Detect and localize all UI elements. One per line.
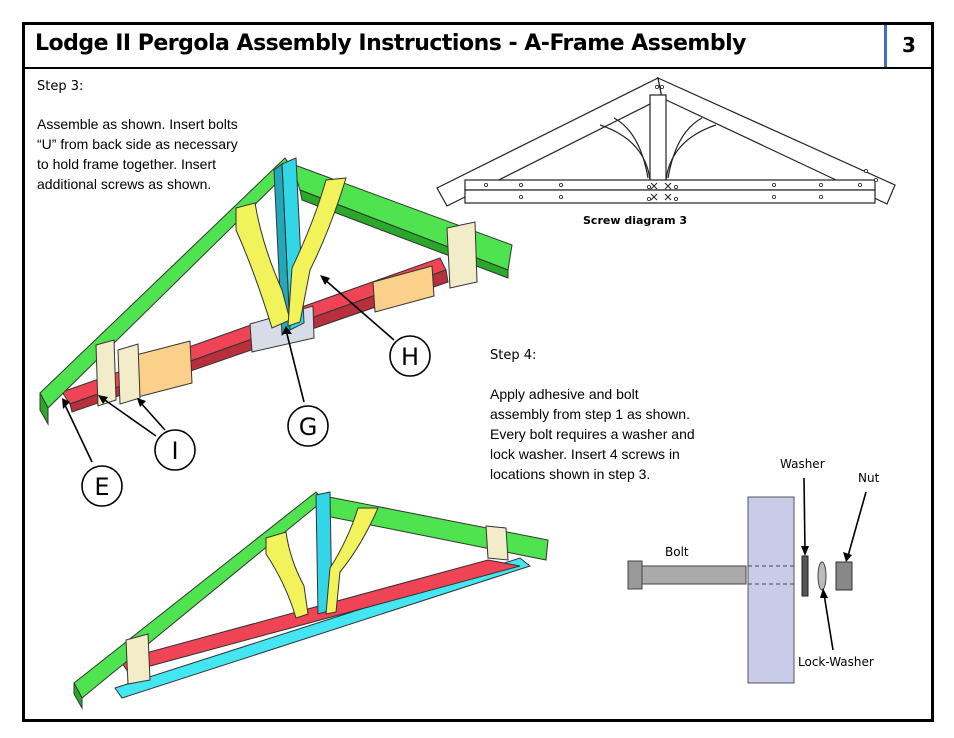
washer-label: Washer [780,457,825,471]
callout-leaders [63,278,395,463]
screw-diagram-caption: Screw diagram 3 [583,214,687,227]
callout-e: E [94,473,109,501]
brace-right [287,177,347,327]
bolt-shaft [641,565,747,585]
step4-text: Apply adhesive and bolt assembly from st… [490,384,740,484]
title-bar: Lodge II Pergola Assembly Instructions -… [25,25,931,69]
callout-g: G [299,413,318,441]
callout-i: I [171,437,178,465]
page-title: Lodge II Pergola Assembly Instructions -… [35,31,746,56]
screw-diagram-right-rafter [657,76,896,205]
step4-line: locations shown in step 3. [490,466,651,482]
end-block [485,525,509,561]
page-number-box: 3 [884,25,931,67]
screw-diagram-bolt-marks [650,182,672,201]
lock-washer-part [817,561,827,591]
nut-part [835,561,853,591]
washer-part [801,555,809,597]
callout-g-circle [287,405,329,447]
callout-h: H [401,343,419,371]
callout-i-circle [154,429,196,471]
chord [119,559,521,673]
step3-heading: Step 3: [37,79,84,94]
bolt-head [627,560,643,590]
brace-left [235,202,291,329]
step3-line: to hold frame together. Insert [37,156,216,172]
screw-diagram-right-brace [667,117,703,179]
lock-washer-label: Lock-Washer [798,655,874,669]
nut-label: Nut [858,471,880,485]
gusset-plate [372,265,435,313]
bolt-label: Bolt [665,545,689,559]
step3-text: Assemble as shown. Insert bolts “U” from… [37,114,277,194]
step4-line: assembly from step 1 as shown. [490,406,690,422]
step3-line: Assemble as shown. Insert bolts [37,116,238,132]
step4-heading: Step 4: [490,348,537,363]
screw-diagram-right-brace [665,124,717,181]
step3-line: additional screws as shown. [37,176,212,192]
block-i [125,633,151,685]
callout-h-circle [389,335,431,377]
step3-line: “U” from back side as necessary [37,136,238,152]
callout-e-circle [81,465,123,507]
brace-right [325,507,379,615]
screw-diagram-left-brace [599,124,651,181]
block-i [95,339,117,407]
end-block [446,221,478,289]
screw-diagram-left-brace [613,117,649,179]
step4-line: lock washer. Insert 4 screws in [490,446,680,462]
page-number: 3 [902,33,916,57]
step4-line: Every bolt requires a washer and [490,426,695,442]
bolt-diagram-leaders [803,477,867,651]
block-i [117,343,141,405]
brace-left [265,531,309,619]
screw-diagram-lower-chord [464,189,876,204]
step4-line: Apply adhesive and bolt [490,386,639,402]
callout-arrowheads [62,275,330,409]
screw-diagram-screws [483,85,879,201]
page-frame: Lodge II Pergola Assembly Instructions -… [22,22,934,722]
beam-section [747,496,795,684]
